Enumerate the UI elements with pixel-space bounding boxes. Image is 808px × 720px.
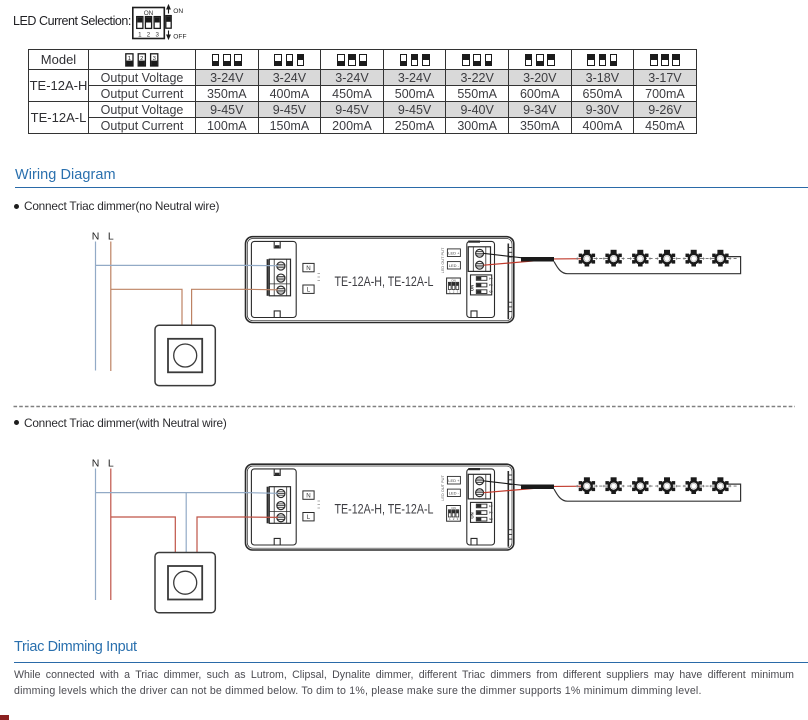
svg-text:ON: ON: [173, 8, 183, 15]
svg-text:1: 1: [138, 32, 142, 39]
svg-text:OFF: OFF: [173, 34, 186, 41]
svg-text:2: 2: [140, 56, 143, 62]
svg-text:L: L: [108, 231, 114, 243]
svg-text:2: 2: [147, 32, 151, 39]
svg-text:1: 1: [128, 56, 131, 62]
svg-text:L: L: [108, 458, 114, 470]
svg-text:3: 3: [153, 56, 156, 62]
svg-text:N: N: [92, 231, 100, 243]
svg-text:ON: ON: [144, 10, 154, 17]
svg-text:N: N: [92, 458, 100, 470]
svg-text:3: 3: [155, 32, 159, 39]
